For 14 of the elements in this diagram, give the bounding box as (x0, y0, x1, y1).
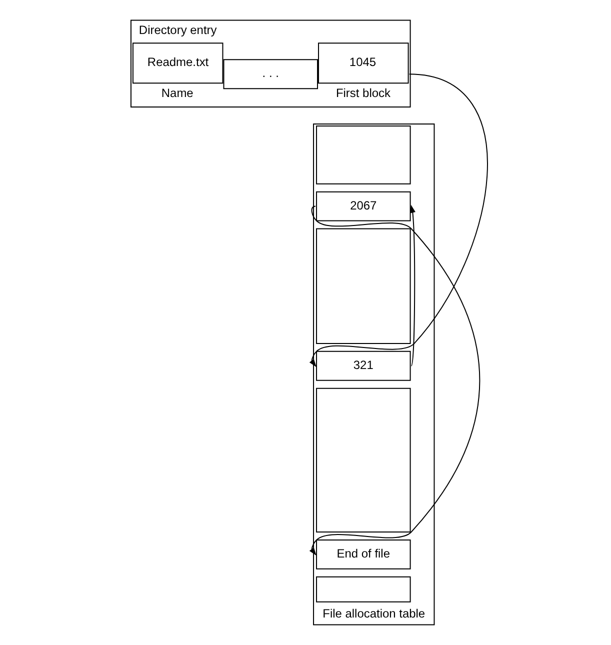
node-box (316, 228, 411, 344)
arrow (309, 74, 488, 368)
node-label: First block (336, 86, 391, 100)
arrow (410, 204, 416, 366)
node-box: Readme.txt (132, 42, 224, 84)
node-box: 321 (316, 350, 411, 381)
node-box: . . . (223, 59, 318, 90)
node-box (316, 576, 411, 602)
node-box (316, 125, 411, 184)
node-box: 2067 (316, 191, 411, 222)
node-box (316, 388, 411, 532)
node-box: End of file (316, 539, 411, 570)
node-label: Name (161, 86, 194, 100)
node-box: 1045 (318, 42, 409, 84)
